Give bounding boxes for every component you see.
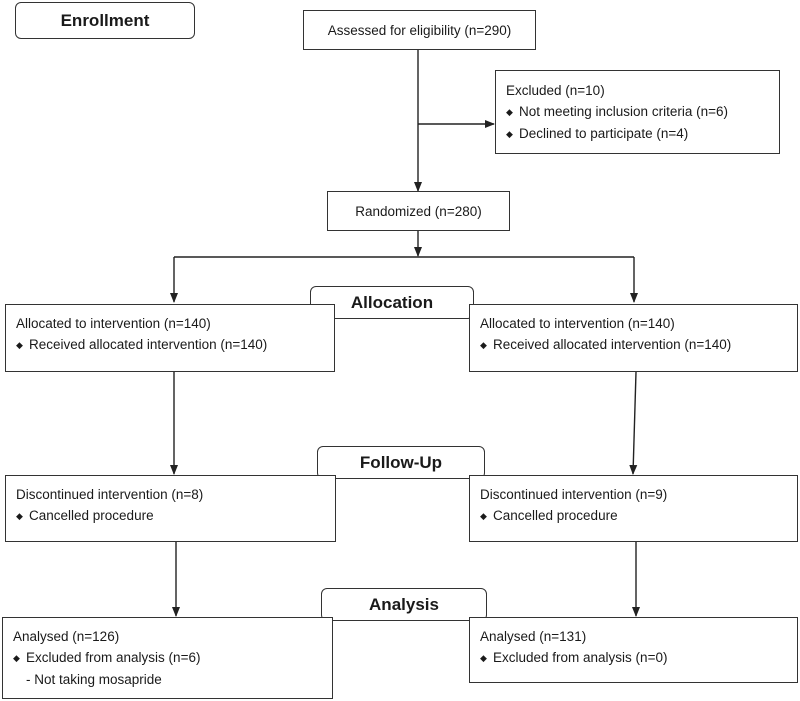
connector-right-allocation-followup [629,371,638,475]
follow-up-right-title: Discontinued intervention (n=9) [480,487,668,502]
stage-analysis-label: Analysis [369,594,439,614]
analysis-right-item: ◆ Excluded from analysis (n=0) [480,647,787,669]
stage-follow-up: Follow-Up [317,446,485,479]
excluded-item-label: Not meeting inclusion criteria (n=6) [519,104,728,119]
diamond-bullet-icon: ◆ [480,653,487,663]
follow-up-right-item: ◆ Cancelled procedure [480,505,787,527]
diamond-bullet-icon: ◆ [480,511,487,521]
randomized-box: Randomized (n=280) [327,191,510,231]
diamond-bullet-icon: ◆ [506,129,513,139]
allocation-right-title: Allocated to intervention (n=140) [480,316,675,331]
allocation-left-title: Allocated to intervention (n=140) [16,316,211,331]
analysis-left-item: ◆ Excluded from analysis (n=6) [13,647,322,669]
excluded-box: Excluded (n=10) ◆ Not meeting inclusion c… [495,70,780,154]
excluded-item: ◆ Declined to participate (n=4) [506,123,769,145]
diamond-bullet-icon: ◆ [480,340,487,350]
stage-allocation-label: Allocation [350,292,434,312]
stage-enrollment-label: Enrollment [60,10,150,30]
analysis-left-item-label: Excluded from analysis (n=6) [26,650,201,665]
allocation-left-item: ◆ Received allocated intervention (n=140) [16,334,324,356]
diamond-bullet-icon: ◆ [16,340,23,350]
allocation-right-item: ◆ Received allocated intervention (n=140) [480,334,787,356]
stage-allocation: Allocation [310,286,474,319]
allocation-left-box: Allocated to intervention (n=140) ◆ Recei… [5,304,335,372]
analysis-left-box: Analysed (n=126) ◆ Excluded from analysis… [2,617,333,699]
stage-analysis: Analysis [321,588,487,621]
follow-up-right-box: Discontinued intervention (n=9) ◆ Cancell… [469,475,798,542]
follow-up-left-item-label: Cancelled procedure [29,508,154,523]
assessed-box: Assessed for eligibility (n=290) [303,10,536,50]
follow-up-left-title: Discontinued intervention (n=8) [16,487,204,502]
diamond-bullet-icon: ◆ [16,511,23,521]
follow-up-left-item: ◆ Cancelled procedure [16,505,325,527]
stage-follow-up-label: Follow-Up [359,452,443,472]
stage-enrollment: Enrollment [15,2,195,39]
allocation-right-item-label: Received allocated intervention (n=140) [493,337,732,352]
excluded-title: Excluded (n=10) [506,83,605,98]
analysis-right-item-label: Excluded from analysis (n=0) [493,650,668,665]
diamond-bullet-icon: ◆ [506,107,513,117]
excluded-item: ◆ Not meeting inclusion criteria (n=6) [506,101,769,123]
allocation-left-item-label: Received allocated intervention (n=140) [29,337,268,352]
randomized-title: Randomized (n=280) [355,203,482,219]
diamond-bullet-icon: ◆ [13,653,20,663]
analysis-right-box: Analysed (n=131) ◆ Excluded from analysis… [469,617,798,683]
follow-up-right-item-label: Cancelled procedure [493,508,618,523]
assessed-title: Assessed for eligibility (n=290) [327,22,512,38]
follow-up-left-box: Discontinued intervention (n=8) ◆ Cancell… [5,475,336,542]
analysis-left-note: - Not taking mosapride [26,672,162,687]
excluded-item-label: Declined to participate (n=4) [519,126,689,141]
allocation-right-box: Allocated to intervention (n=140) ◆ Recei… [469,304,798,372]
analysis-left-title: Analysed (n=126) [13,629,120,644]
analysis-right-title: Analysed (n=131) [480,629,587,644]
